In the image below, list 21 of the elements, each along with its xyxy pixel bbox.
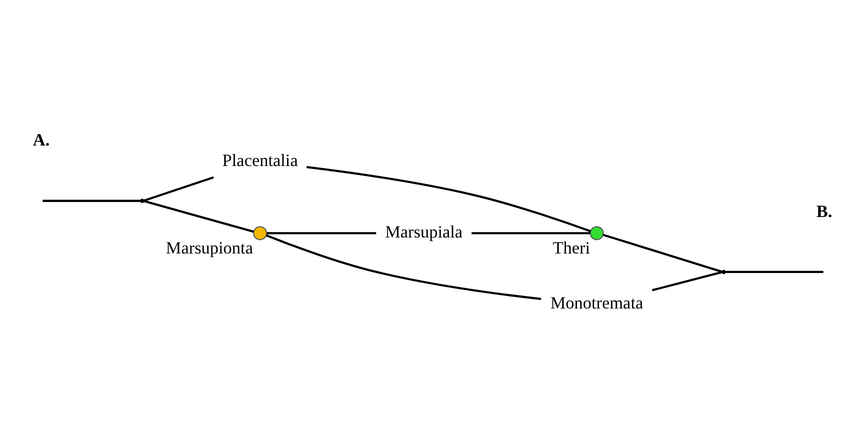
- connector: [266, 234, 542, 300]
- connector: [266, 232, 376, 234]
- connector: [144, 200, 254, 232]
- node-label: Theri: [552, 238, 590, 257]
- node-circle: [253, 226, 268, 240]
- node-point: [722, 269, 726, 274]
- node-label: Marsupionta: [166, 238, 253, 257]
- connector: [472, 232, 590, 234]
- node-text: Placentalia: [222, 150, 298, 170]
- label: B.: [816, 201, 832, 220]
- connector: [602, 233, 722, 272]
- node-text: Monotremata: [550, 292, 644, 312]
- node-circle: [590, 226, 604, 240]
- connector: [306, 166, 591, 232]
- node-text: Marsupiala: [385, 222, 463, 241]
- node-point: [140, 198, 144, 202]
- connector: [42, 199, 140, 202]
- label: A.: [32, 130, 50, 150]
- connector: [144, 176, 214, 202]
- connector: [726, 270, 824, 273]
- connector: [652, 270, 722, 291]
